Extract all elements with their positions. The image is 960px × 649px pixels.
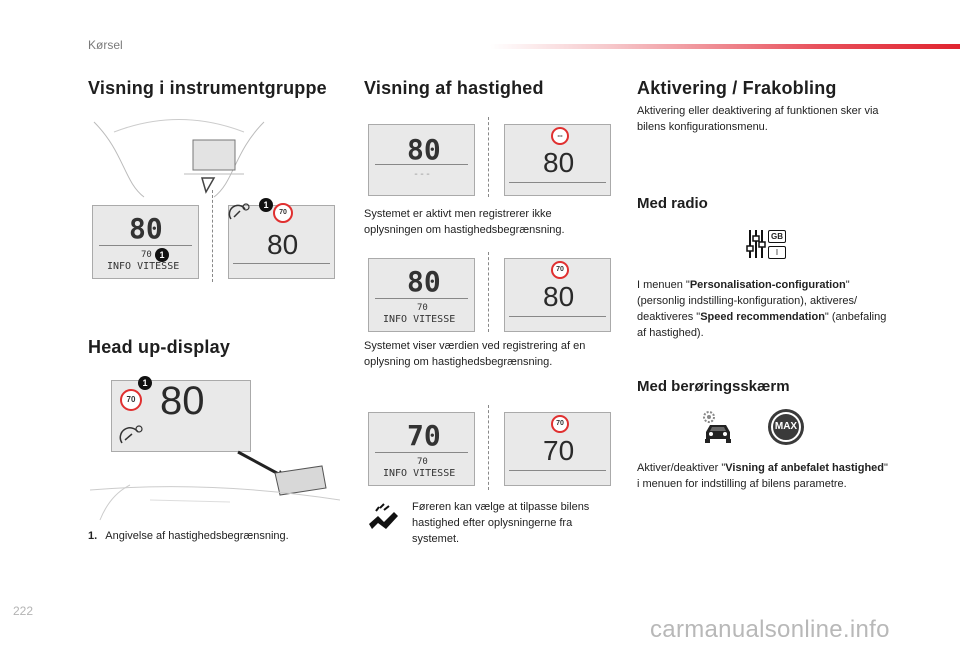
radio-title: Med radio <box>637 195 708 212</box>
lcd-label: INFO VITESSE <box>383 468 456 479</box>
radio-menu-name: Personalisation-configuration <box>689 279 846 291</box>
footnote: 1. Angivelse af hastighedsbegrænsning. <box>88 528 289 544</box>
settings-sliders-icon <box>746 230 766 258</box>
driver-note: Føreren kan vælge at tilpasse bilens has… <box>412 501 590 545</box>
touch-text-2: " i menuen for indstilling af bilens par… <box>637 462 888 490</box>
footnote-number: 1. <box>88 530 98 542</box>
radio-instructions: I menuen "Personalisation-configuration"… <box>637 277 892 341</box>
touch-option-name: Visning af anbefalet hastighed <box>725 462 884 474</box>
radio-text-2: " (personlig indstilling-konfiguration),… <box>637 279 858 323</box>
touch-text-1: Aktiver/deaktiver " <box>637 462 726 474</box>
lcd-label: INFO VITESSE <box>107 261 180 272</box>
speed-value: 80 <box>267 229 299 260</box>
radio-text-3: " (anbefaling af hastighed). <box>637 311 887 339</box>
lcd-speed: 80 <box>407 133 441 166</box>
speed-limit-icon <box>119 425 143 444</box>
hud-illustration <box>90 450 340 521</box>
language-i-icon: I <box>768 246 786 259</box>
row3-speed-panel: 70 70 <box>504 412 611 486</box>
separator <box>212 190 213 282</box>
row3-lcd-panel: 70 70 INFO VITESSE <box>368 412 475 486</box>
max-speed-icon: MAX <box>768 409 804 445</box>
separator <box>488 117 489 197</box>
touchscreen-title: Med berøringsskærm <box>637 378 790 395</box>
speed-value: 80 <box>160 379 205 423</box>
speed-limit-sign: 70 <box>120 389 142 411</box>
lcd-speed: 70 <box>407 419 441 452</box>
language-gb-icon: GB <box>768 230 786 243</box>
lcd-limit: 70 <box>417 303 428 313</box>
callout-marker: 1 <box>259 198 273 212</box>
radio-option-name: Speed recommendation <box>700 311 825 323</box>
speed-value: 70 <box>543 435 575 466</box>
hud-title: Head up-display <box>88 337 231 357</box>
lcd-limit: 70 <box>417 457 428 467</box>
callout-marker: 1 <box>155 248 169 262</box>
lcd-limit: 70 <box>141 250 152 260</box>
radio-text-1: I menuen " <box>637 279 690 291</box>
hud-panel: 70 1 80 <box>111 376 251 452</box>
speed-limit-sign: 70 <box>551 415 569 433</box>
speed-display-title: Visning af hastighed <box>364 78 544 98</box>
max-speed-label: MAX <box>771 412 801 442</box>
section-label: Kørsel <box>88 38 123 52</box>
lcd-speed: 80 <box>407 265 441 298</box>
watermark: carmanualsonline.info <box>650 616 890 643</box>
row2-caption: Systemet viser værdien ved registrering … <box>364 340 586 368</box>
cluster-speed-panel: 1 70 80 <box>228 198 335 279</box>
cluster-lcd-panel: 80 70 INFO VITESSE 1 <box>92 205 199 279</box>
speed-limit-sign: -- <box>551 127 569 145</box>
footnote-text: Angivelse af hastighedsbegrænsning. <box>105 530 289 542</box>
callout-marker: 1 <box>138 376 152 390</box>
speed-limit-icon <box>228 203 250 220</box>
row1-lcd-panel: 80 --- <box>368 124 475 196</box>
speed-limit-sign: 70 <box>273 203 293 223</box>
row2-speed-panel: 70 80 <box>504 258 611 332</box>
separator <box>488 405 489 490</box>
lcd-limit: --- <box>413 169 432 180</box>
row2-lcd-panel: 80 70 INFO VITESSE <box>368 258 475 332</box>
lcd-label: INFO VITESSE <box>383 314 456 325</box>
cluster-title: Visning i instrumentgruppe <box>88 78 327 98</box>
speed-value: 80 <box>543 281 575 312</box>
lcd-speed: 80 <box>129 212 163 245</box>
separator <box>488 252 489 332</box>
car-settings-icon <box>703 411 731 443</box>
activation-intro: Aktivering eller deaktivering af funktio… <box>637 105 879 133</box>
driver-hand-icon <box>369 503 398 529</box>
row1-caption: Systemet er aktivt men registrerer ikke … <box>364 208 565 236</box>
speed-value: 80 <box>543 147 575 178</box>
header-bar <box>490 44 960 49</box>
touchscreen-instructions: Aktiver/deaktiver "Visning af anbefalet … <box>637 460 892 492</box>
dashboard-illustration <box>93 119 265 198</box>
activation-title: Aktivering / Frakobling <box>637 78 837 98</box>
speed-limit-sign: 70 <box>551 261 569 279</box>
row1-speed-panel: -- 80 <box>504 124 611 196</box>
page-number: 222 <box>13 604 34 618</box>
